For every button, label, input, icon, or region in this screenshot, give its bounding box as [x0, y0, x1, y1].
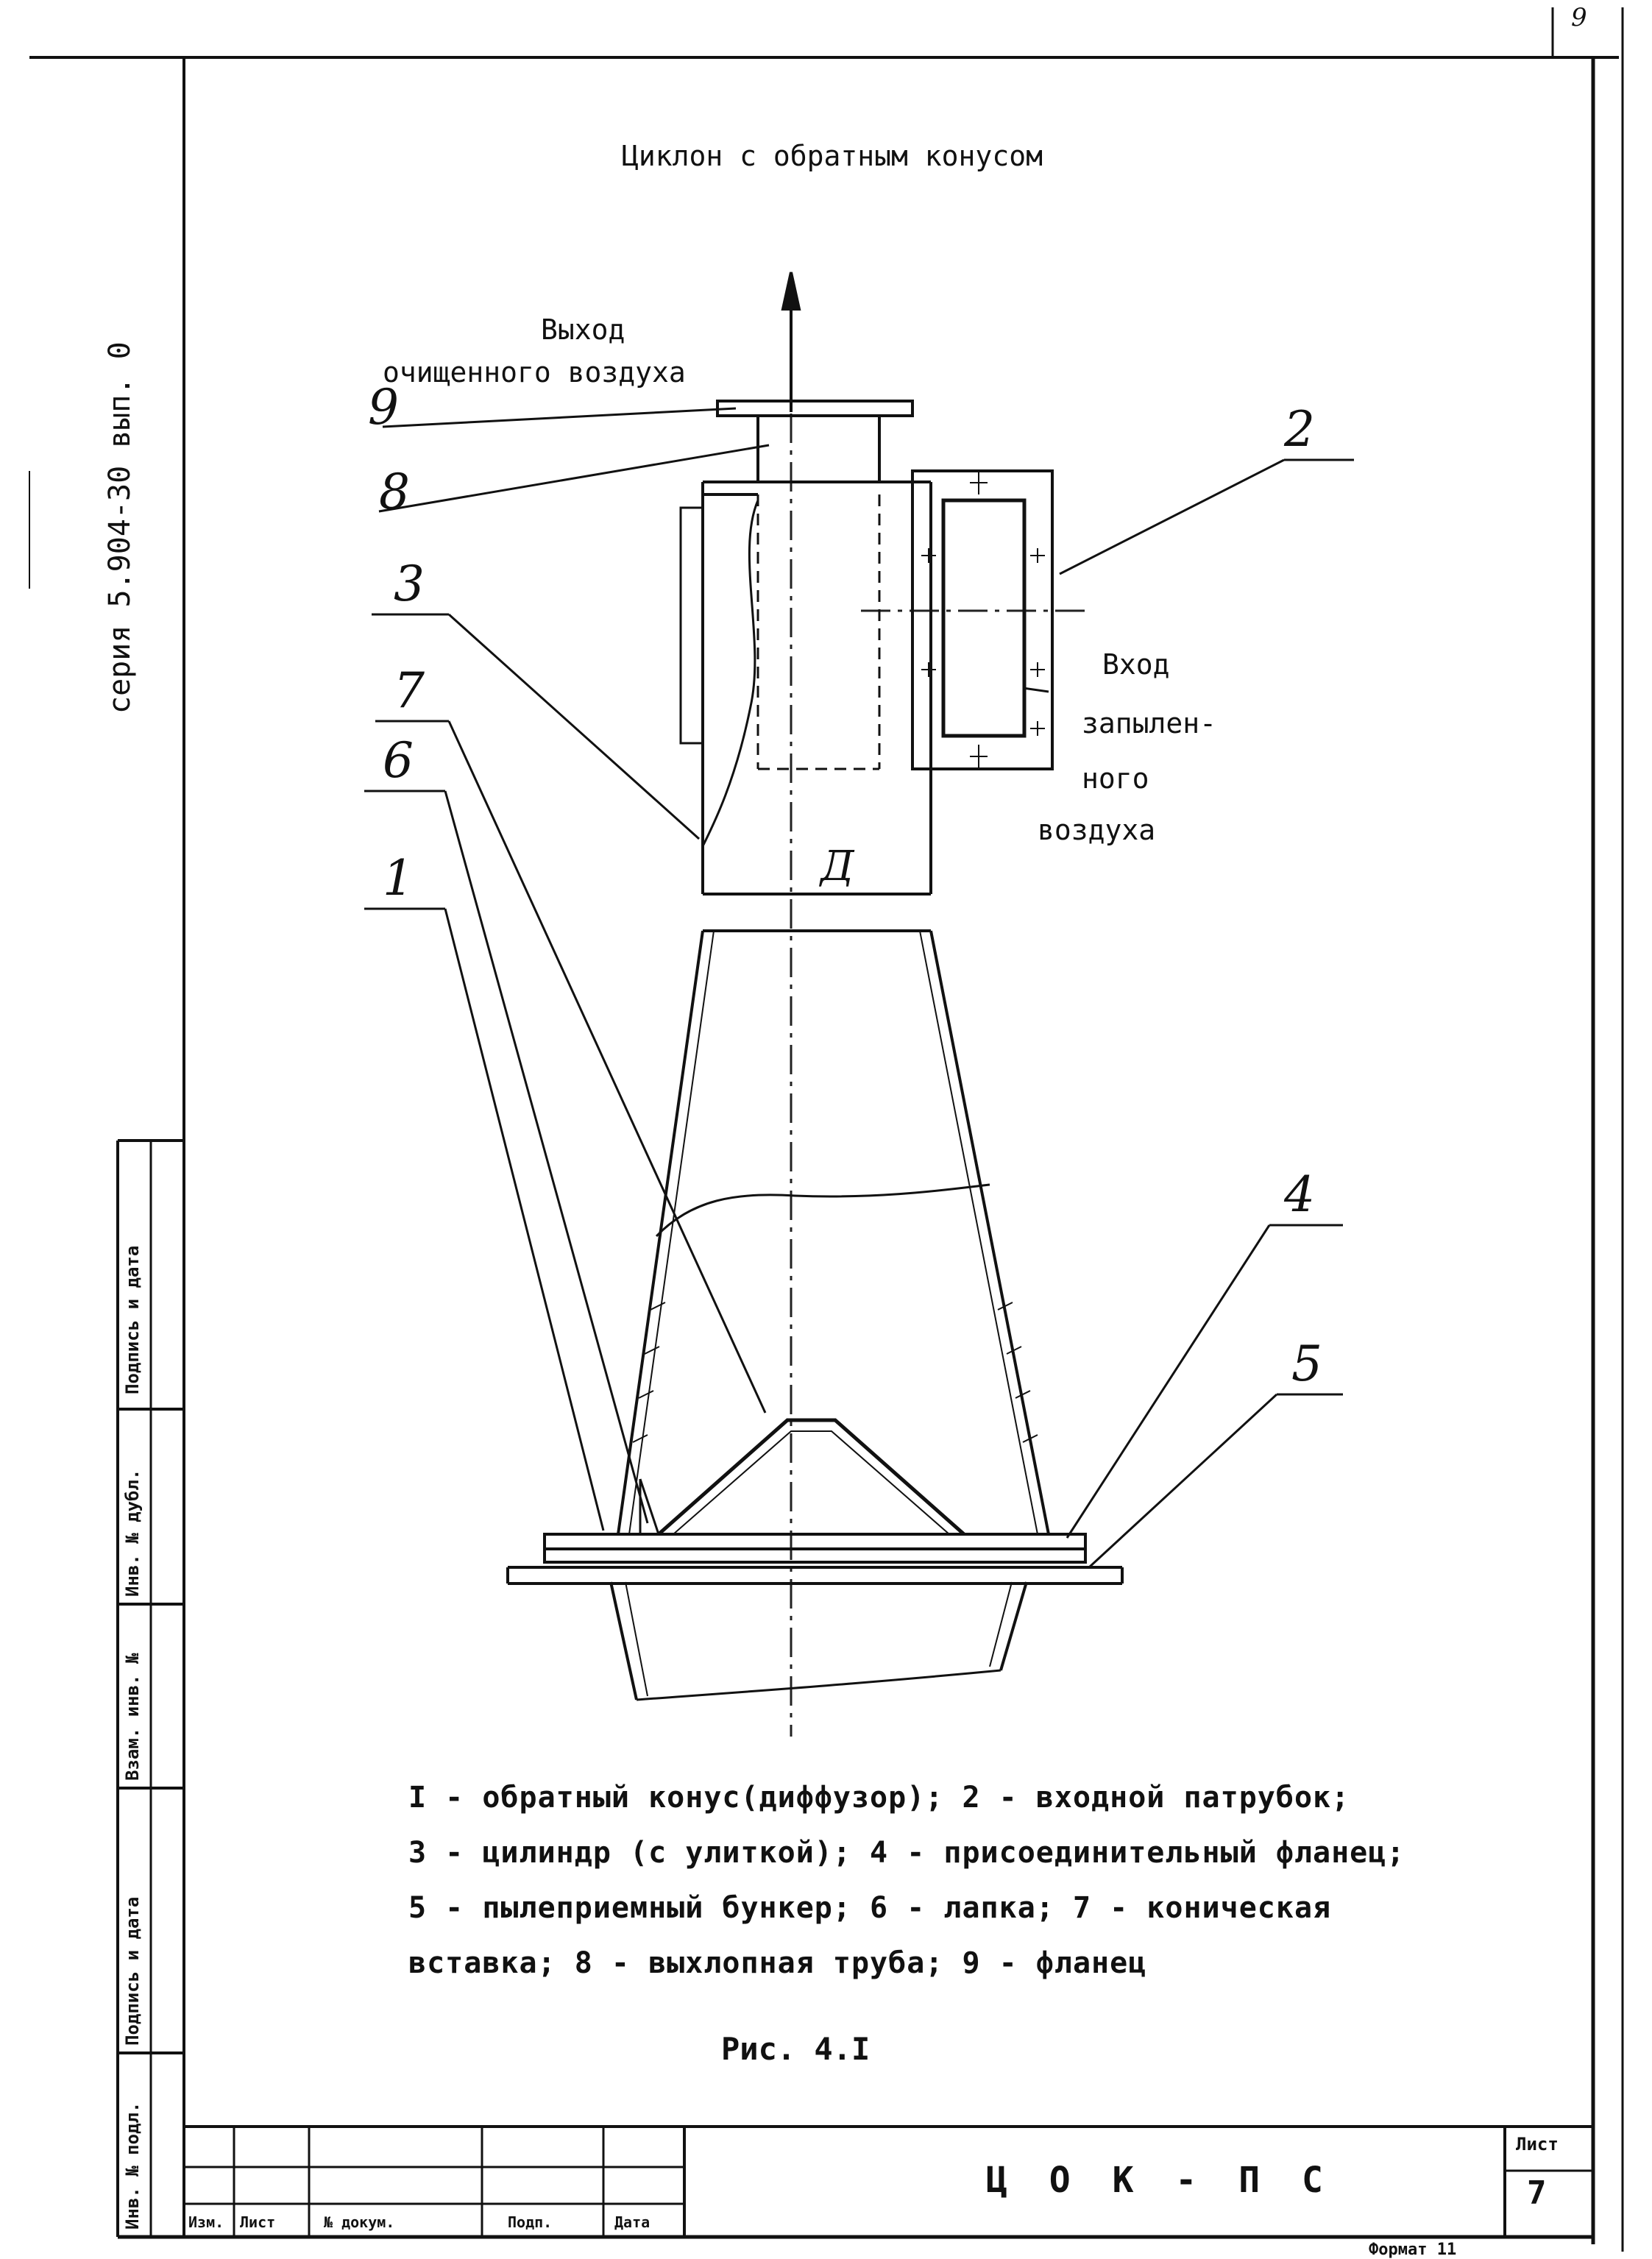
callout-8: 8 [379, 464, 410, 520]
leader-2 [1059, 458, 1285, 575]
outlet-flange [716, 400, 914, 417]
tb-col-sheet: Лист [240, 2213, 276, 2231]
legend-line-1: I - обратный конус(диффузор); 2 - входно… [408, 1781, 1350, 1815]
callout-5: 5 [1291, 1336, 1322, 1392]
tb-col-docnum: № докум. [324, 2213, 395, 2231]
diameter-mark: Д [820, 843, 854, 890]
inlet-box-outer [911, 469, 1054, 770]
tb-col-change: Изм. [188, 2213, 224, 2231]
side-stamp-signature-date-1: Подпись и дата [122, 1245, 143, 1394]
document-code: Ц О К - П С [986, 2160, 1333, 2201]
inlet-label-line2: запылен- [1082, 707, 1217, 740]
inlet-label-line1: Вход [1102, 648, 1170, 681]
series-label: серия 5.904-30 вып. 0 [103, 341, 137, 714]
drawing-title: Циклон с обратным конусом [622, 140, 1043, 172]
tb-col-sign: Подп. [508, 2213, 553, 2231]
tb-col-date: Дата [614, 2213, 650, 2231]
callout-2: 2 [1284, 401, 1315, 458]
side-stamp-orig-inv: Инв. № подл. [122, 2102, 143, 2230]
legend-line-4: вставка; 8 - выхлопная труба; 9 - фланец [408, 1946, 1147, 1980]
outlet-label-line2: очищенного воздуха [383, 356, 686, 389]
callout-3: 3 [394, 556, 425, 612]
sheet-label: Лист [1516, 2134, 1559, 2155]
callout-7: 7 [394, 662, 425, 719]
inlet-box-inner [941, 498, 1027, 738]
inlet-label-line3: ного [1082, 762, 1149, 795]
format-label: Формат 11 [1369, 2241, 1457, 2259]
conical-insert [657, 1418, 965, 1536]
leader-9 [382, 407, 737, 428]
figure-caption: Рис. 4.I [721, 2031, 871, 2067]
inlet-label-line4: воздуха [1038, 814, 1156, 846]
cone-right-outer [929, 930, 1050, 1535]
callout-4: 4 [1284, 1166, 1315, 1223]
side-stamp-replace-inv: Взам. инв. № [122, 1653, 143, 1781]
page-corner-number: 9 [1571, 3, 1587, 32]
connecting-flange [543, 1533, 1087, 1550]
leader-8 [378, 444, 770, 513]
outlet-label-line1: Выход [541, 313, 625, 346]
callout-1: 1 [383, 850, 414, 907]
hopper-right [999, 1581, 1028, 1671]
legend-line-3: 5 - пылеприемный бункер; 6 - лапка; 7 - … [408, 1891, 1332, 1925]
sheet-number: 7 [1527, 2174, 1547, 2212]
callout-6: 6 [383, 732, 414, 789]
legend-line-2: 3 - цилиндр (с улиткой); 4 - присоединит… [408, 1836, 1405, 1870]
side-stamp-signature-date-2: Подпись и дата [122, 1896, 143, 2046]
hopper-left [609, 1581, 638, 1701]
side-stamp-dup-inv: Инв. № дубл. [122, 1469, 143, 1597]
callout-9: 9 [368, 379, 399, 436]
